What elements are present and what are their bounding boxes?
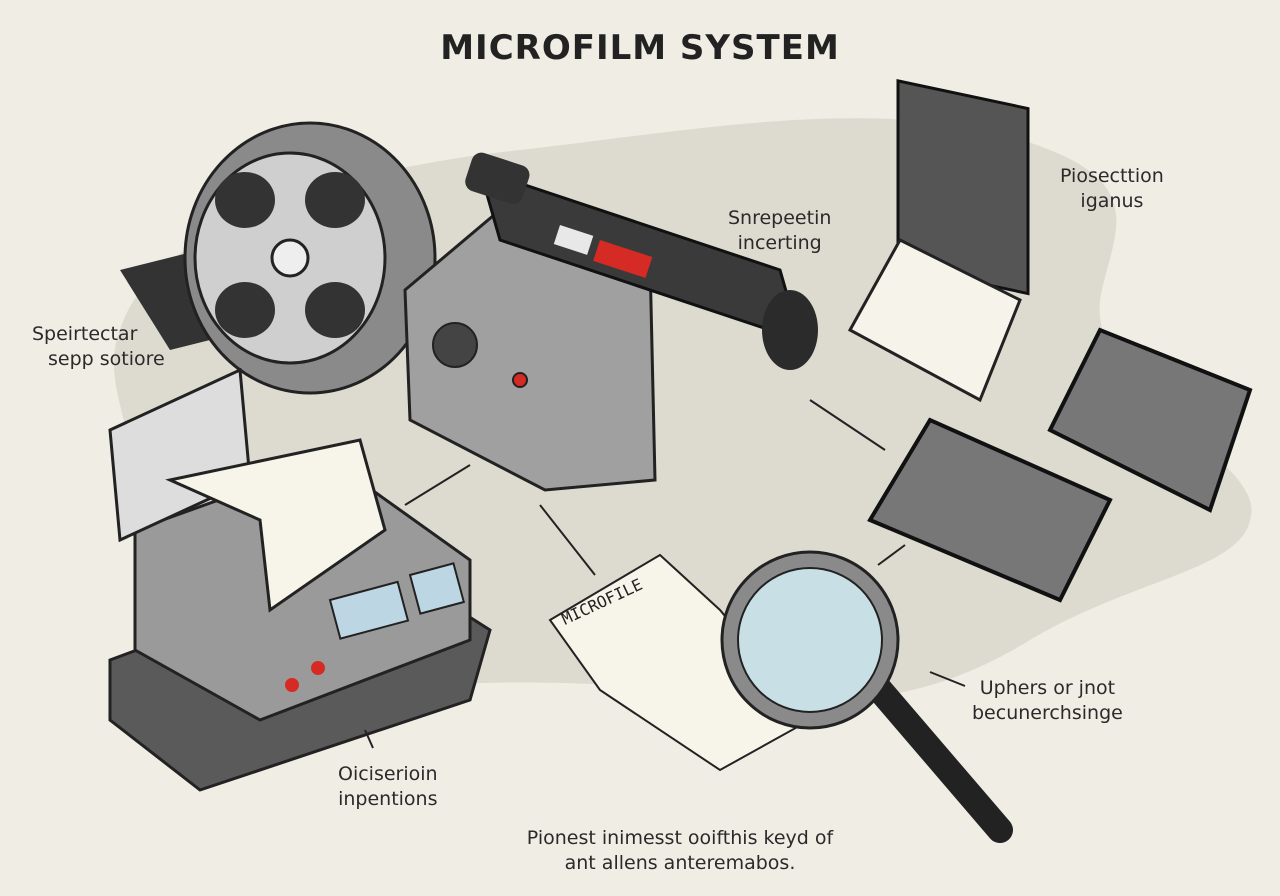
- diagram-title: MICROFILM SYSTEM: [440, 28, 840, 68]
- label-printer: Oiciserioin inpentions: [338, 762, 438, 812]
- label-line: becunerchsinge: [972, 702, 1123, 724]
- label-line: incerting: [737, 232, 822, 254]
- label-storage: Speirtectar sepp sotiore: [32, 322, 165, 372]
- film-frames: [847, 79, 1253, 603]
- caption-line: ant allens anteremabos.: [564, 852, 796, 874]
- printer-device: [108, 367, 492, 792]
- flow-arrows: [364, 399, 966, 749]
- label-line: iganus: [1080, 190, 1144, 212]
- projector: [403, 152, 818, 492]
- label-line: Piosecttion: [1060, 165, 1164, 187]
- label-line: inpentions: [338, 788, 438, 810]
- label-inspecting: Snrepeetin incerting: [728, 206, 831, 256]
- caption-line: Pionest inimesst ooifthis keyd of: [526, 827, 834, 849]
- label-line: Oiciserioin: [338, 763, 438, 785]
- magnifying-glass: [720, 550, 1013, 843]
- label-reader: Uphers or jnot becunerchsinge: [972, 676, 1123, 726]
- label-line: Snrepeetin: [728, 207, 832, 229]
- film-reel: [120, 121, 437, 395]
- label-line: Speirtectar: [32, 323, 138, 345]
- caption: Pionest inimesst ooifthis keyd of ant al…: [420, 826, 940, 876]
- label-line: sepp sotiore: [48, 348, 165, 370]
- label-line: Uphers or jnot: [979, 677, 1116, 699]
- label-projection: Piosecttion iganus: [1060, 164, 1164, 214]
